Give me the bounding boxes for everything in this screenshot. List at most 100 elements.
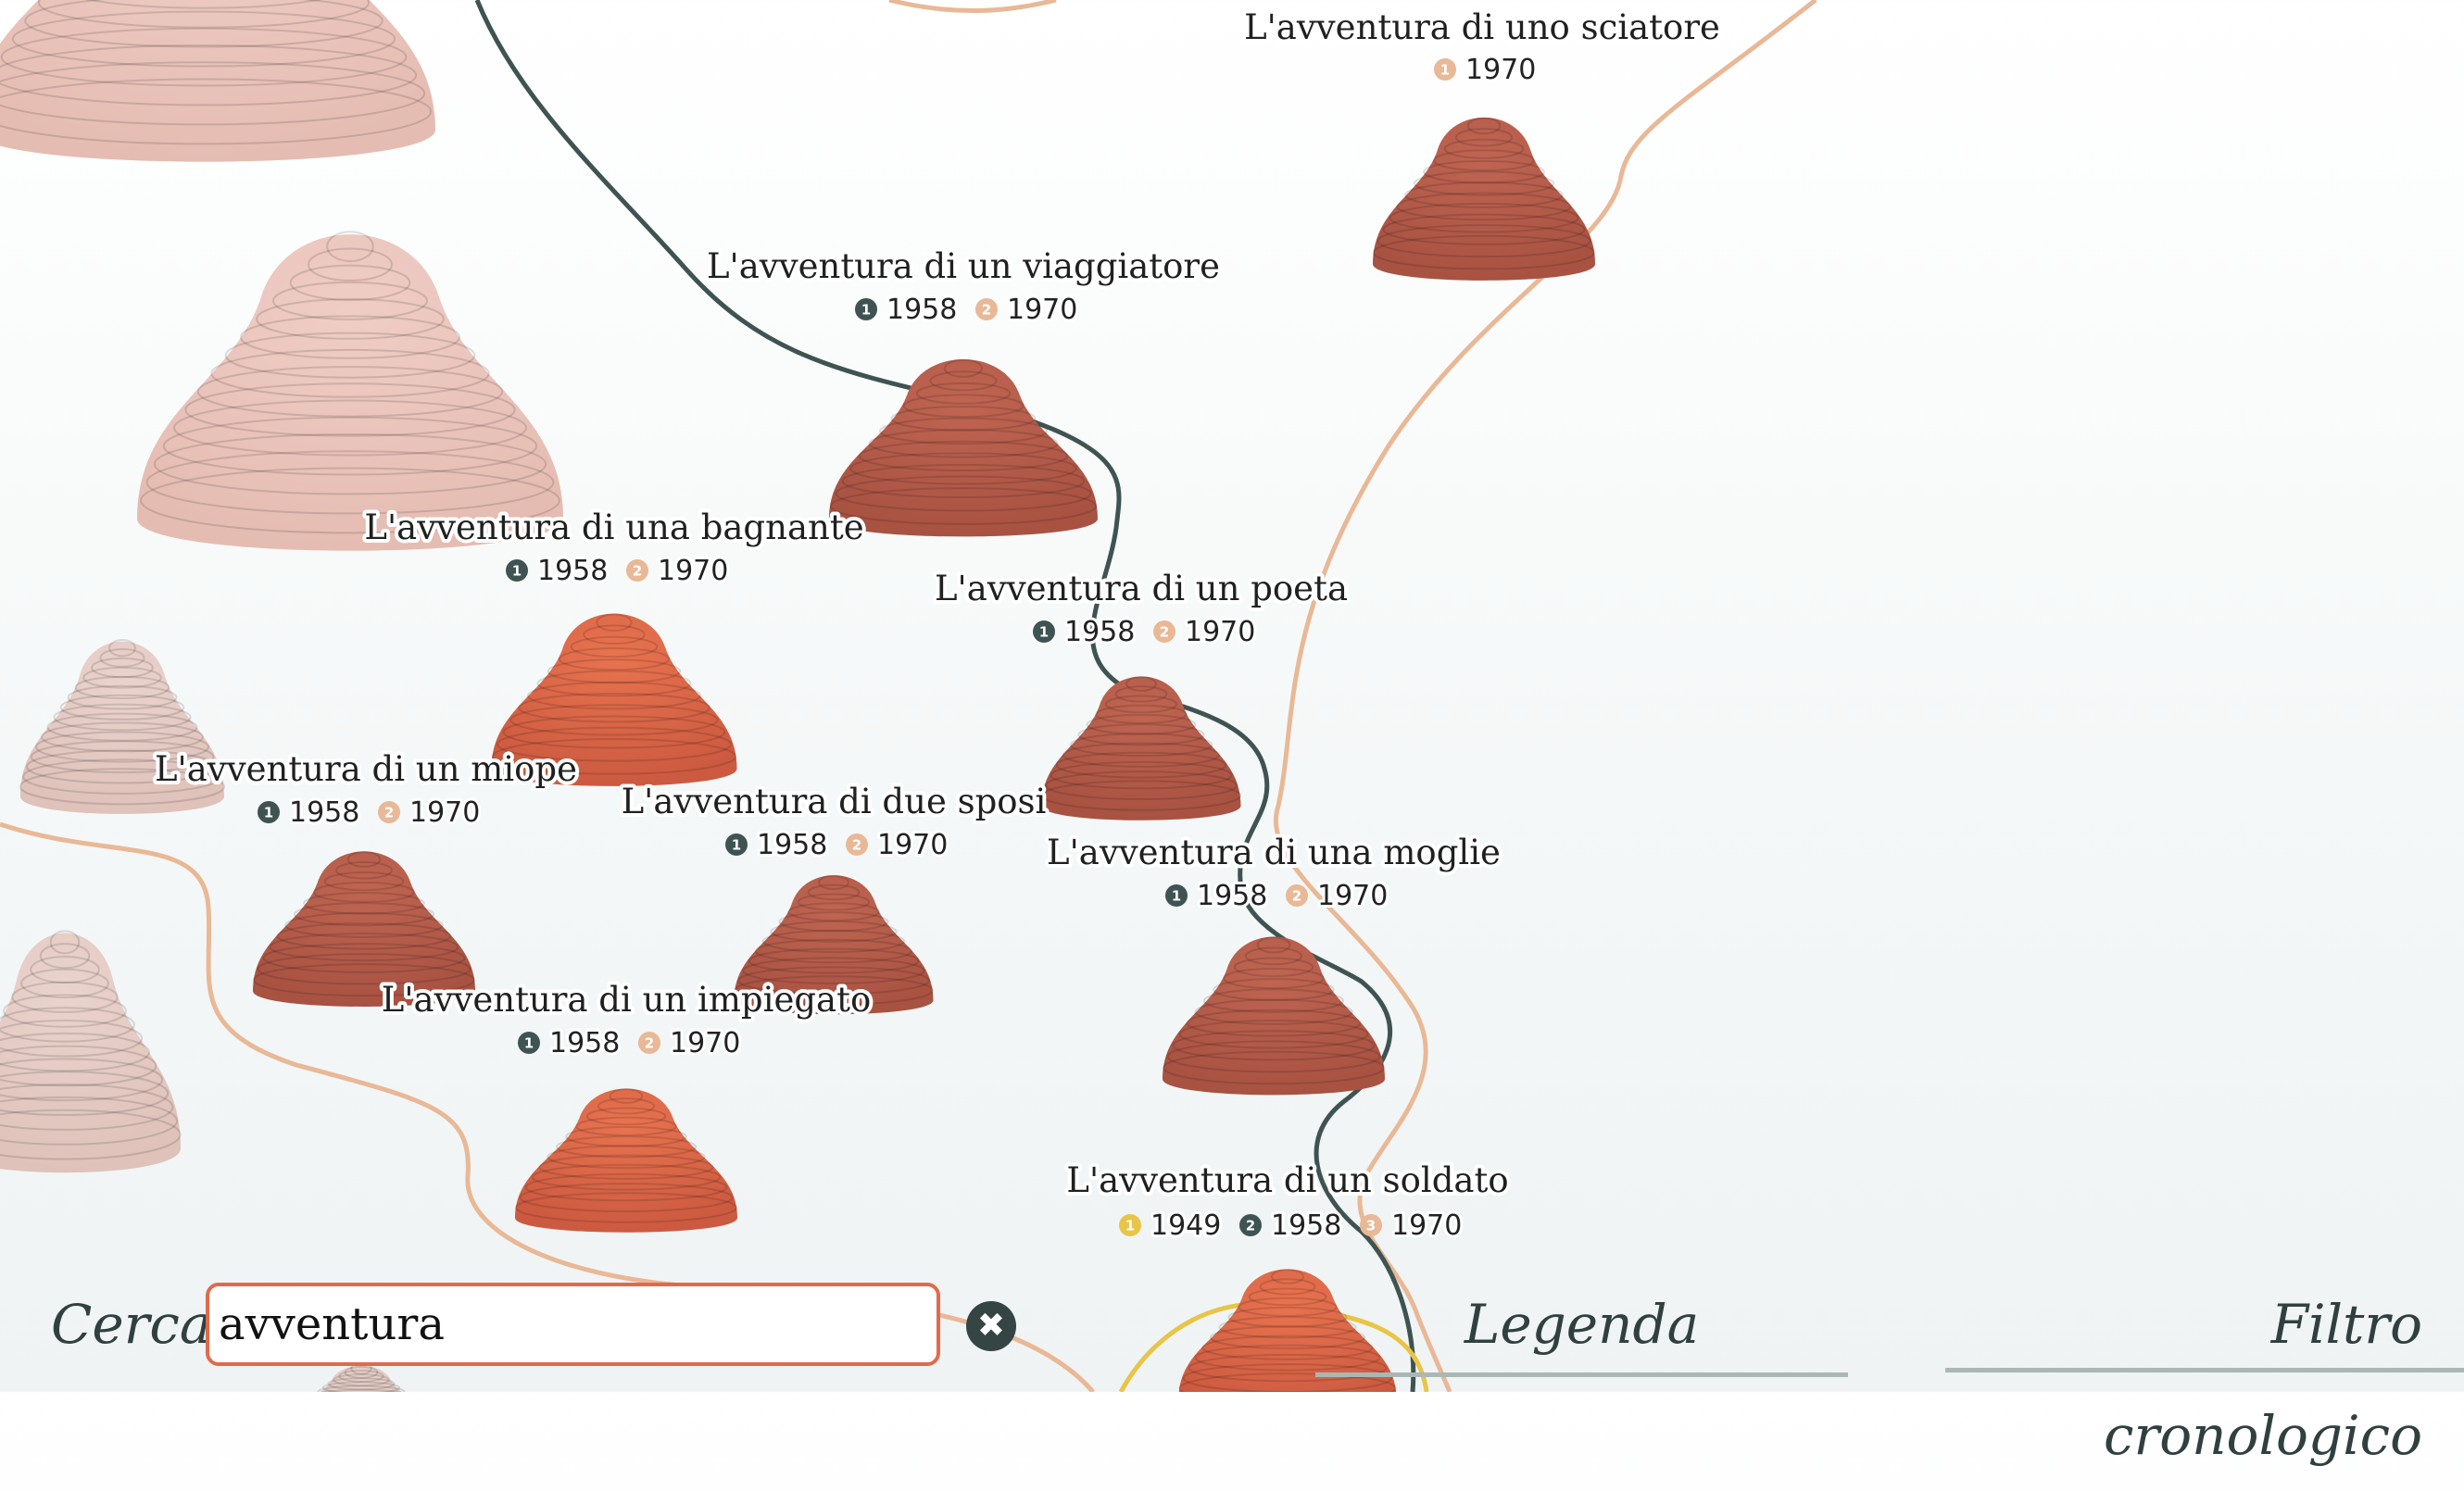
edition-badge-icon	[975, 298, 998, 320]
edition-badge-number: 2	[1246, 1218, 1255, 1234]
edition-badge-number: 2	[645, 1035, 654, 1052]
story-mound	[491, 613, 737, 786]
edition-badge-icon	[1360, 1214, 1382, 1236]
story-node[interactable]: L'avventura di un viaggiatore 1 1958 2 1970	[703, 243, 1224, 537]
story-title: L'avventura di uno sciatore	[1244, 7, 1720, 47]
story-node[interactable]: L'avventura di una bagnante 1 1958 2 1970	[360, 504, 868, 786]
story-title: L'avventura di una bagnante	[364, 507, 863, 547]
edition-badge-number: 1	[732, 837, 741, 854]
close-circle-icon[interactable]: ✖	[966, 1301, 1016, 1351]
edition-year: 1 1958	[1033, 613, 1138, 651]
edition-badge-number: 1	[512, 563, 522, 580]
chronological-filter-tab[interactable]: Filtro cronologico	[1945, 1269, 2464, 1467]
edition-badge-icon	[1434, 58, 1456, 81]
edition-year: 2 1970	[626, 552, 731, 590]
edition-badge-icon	[638, 1032, 660, 1054]
edition-badge-number: 1	[1125, 1218, 1135, 1234]
edition-year-label: 1958	[1064, 616, 1135, 648]
edition-badge-icon	[1119, 1214, 1141, 1236]
search-label: Cerca	[51, 1293, 212, 1356]
edition-year-label: 1970	[409, 796, 480, 829]
edition-badge-number: 2	[982, 302, 991, 319]
edition-year: 2 1970	[1286, 877, 1390, 915]
edition-badge-icon	[855, 298, 877, 320]
edition-year-label: 1958	[549, 1027, 620, 1059]
story-mound	[829, 358, 1098, 537]
legend-tab[interactable]: Legenda	[1315, 1269, 1848, 1377]
edition-year: 2 1970	[638, 1024, 743, 1062]
story-mound	[1372, 117, 1596, 281]
edition-year-label: 1958	[289, 796, 359, 829]
edition-badge-icon	[518, 1032, 540, 1054]
story-mound	[733, 874, 935, 1015]
edition-badge-number: 3	[1366, 1218, 1376, 1234]
edition-year: 1 1958	[258, 794, 362, 832]
edition-year: 2 1970	[378, 794, 483, 832]
edition-year: 1 1958	[855, 291, 960, 329]
path-edition-2-top	[888, 0, 1057, 14]
edition-badge-icon	[378, 801, 400, 823]
story-node[interactable]: L'avventura di un poeta 1 1958 2 1970	[931, 565, 1351, 821]
story-node[interactable]: L'avventura di un miope 1 1958 2 1970	[151, 746, 581, 1008]
edition-badge-number: 1	[1039, 624, 1049, 641]
edition-year: 2 1970	[975, 291, 1080, 329]
edition-badge-number: 2	[1292, 888, 1301, 905]
edition-badge-number: 1	[264, 805, 273, 821]
edition-badge-icon	[1165, 884, 1188, 907]
edition-year: 1 1958	[1165, 877, 1270, 915]
edition-badge-number: 1	[1440, 62, 1450, 79]
edition-badge-icon	[506, 559, 528, 582]
story-mound	[1178, 1269, 1397, 1392]
edition-year-label: 1970	[1007, 294, 1077, 326]
edition-badge-number: 1	[1172, 888, 1181, 905]
edition-year-label: 1970	[1391, 1209, 1462, 1242]
bottom-bar: Cerca ✖ Legenda Filtro cronologico	[0, 1269, 2464, 1467]
edition-year-label: 1970	[670, 1027, 740, 1059]
edition-year-label: 1958	[886, 294, 957, 326]
edition-year-label: 1970	[658, 555, 728, 587]
edition-year: 1 1958	[506, 552, 610, 590]
edition-badge-number: 1	[524, 1035, 534, 1052]
edition-year: 2 1970	[846, 826, 950, 864]
story-title: L'avventura di un viaggiatore	[707, 246, 1220, 286]
edition-badge-number: 2	[852, 837, 861, 854]
story-mound	[1162, 936, 1386, 1096]
faded-mound-left	[137, 231, 563, 551]
edition-year-label: 1970	[877, 829, 948, 861]
story-title: L'avventura di due sposi	[622, 782, 1047, 821]
story-title: L'avventura di un poeta	[935, 569, 1348, 608]
faded-mound-bottomleft	[0, 930, 182, 1173]
search-input[interactable]	[206, 1283, 940, 1366]
story-title: L'avventura di una moglie	[1047, 833, 1501, 872]
story-mound	[514, 1088, 738, 1233]
edition-badge-icon	[1033, 620, 1055, 643]
faded-mound-topleft	[0, 0, 435, 162]
edition-badge-number: 2	[1160, 624, 1169, 641]
edition-badge-icon	[1239, 1214, 1262, 1236]
edition-year-label: 1970	[1185, 616, 1255, 648]
story-title: L'avventura di un soldato	[1066, 1160, 1508, 1200]
edition-badge-icon	[626, 559, 648, 582]
edition-badge-icon	[258, 801, 280, 823]
edition-year: 2 1970	[1153, 613, 1258, 651]
faded-mounds	[0, 0, 563, 1392]
edition-year-label: 1970	[1317, 880, 1388, 912]
edition-year-label: 1949	[1150, 1209, 1221, 1242]
story-node[interactable]: L'avventura di una moglie 1 1958 2 1970	[1043, 829, 1504, 1096]
story-mound	[1040, 676, 1242, 821]
edition-badge-number: 2	[384, 805, 394, 821]
edition-badge-number: 2	[633, 563, 642, 580]
story-title: L'avventura di un miope	[155, 749, 577, 789]
edition-year-label: 1958	[1197, 880, 1267, 912]
edition-badge-number: 1	[861, 302, 871, 319]
edition-year-label: 1958	[537, 555, 608, 587]
